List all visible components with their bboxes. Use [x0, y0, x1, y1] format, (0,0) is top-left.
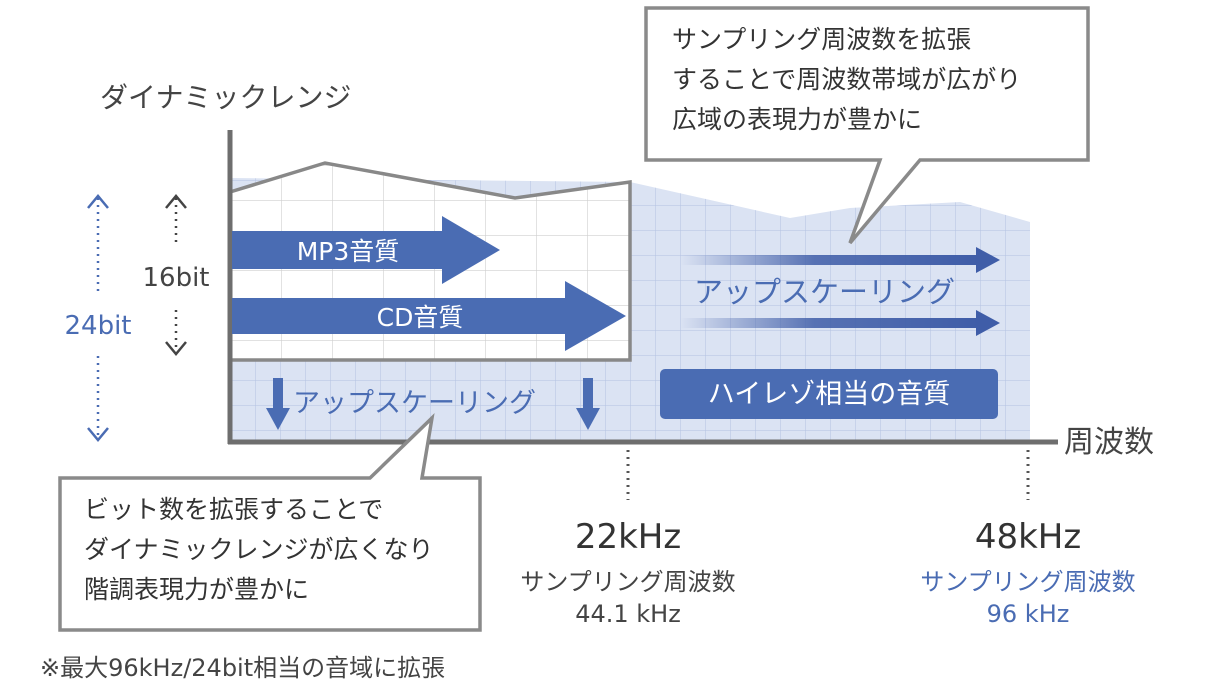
y-axis-label: ダイナミックレンジ: [100, 81, 351, 114]
tick-48khz-value: 48kHz: [975, 517, 1081, 557]
bit24-arrow: [87, 194, 109, 442]
upscale-down-arrow-left: [266, 378, 290, 430]
callout-bitdepth-line3: 階調表現力が豊かに: [84, 575, 309, 604]
upscale-right-arrow-top: [680, 247, 1000, 273]
tick-22khz-sub1: サンプリング周波数: [520, 568, 735, 596]
mp3-label: MP3音質: [297, 237, 400, 266]
upscaling-vertical-label: アップスケーリング: [293, 388, 536, 419]
bit16-arrow: [165, 194, 187, 356]
tick-48khz-sub2: 96 kHz: [987, 600, 1070, 628]
tick-22khz-sub2: 44.1 kHz: [575, 600, 681, 628]
cd-label: CD音質: [377, 303, 464, 332]
callout-bitdepth-line2: ダイナミックレンジが広くなり: [84, 535, 434, 564]
bit24-label: 24bit: [64, 311, 131, 341]
bit16-label: 16bit: [142, 263, 209, 293]
upscaling-horizontal-label: アップスケーリング: [694, 275, 955, 309]
callout-bitdepth-line1: ビット数を拡張することで: [84, 495, 383, 524]
hires-badge: [660, 369, 998, 419]
upscale-right-arrow-bottom: [680, 310, 1000, 336]
callout-frequency-line2: することで周波数帯域が広がり: [672, 65, 1021, 94]
x-axis-label: 周波数: [1064, 425, 1154, 460]
callout-bitdepth: [58, 413, 482, 632]
mp3-arrow: [232, 216, 500, 284]
footnote: ※最大96kHz/24bit相当の音域に拡張: [40, 654, 445, 682]
tick-48khz-sub1: サンプリング周波数: [920, 568, 1135, 596]
upscale-down-arrow-right: [576, 378, 600, 430]
callout-frequency-line3: 広域の表現力が豊かに: [672, 105, 922, 134]
tick-22khz-value: 22kHz: [575, 517, 681, 557]
callout-frequency: [644, 6, 1090, 245]
cd-arrow: [232, 281, 626, 351]
hires-label: ハイレゾ相当の音質: [708, 379, 950, 410]
axes: [227, 130, 1058, 445]
callout-frequency-line1: サンプリング周波数を拡張: [672, 25, 971, 54]
